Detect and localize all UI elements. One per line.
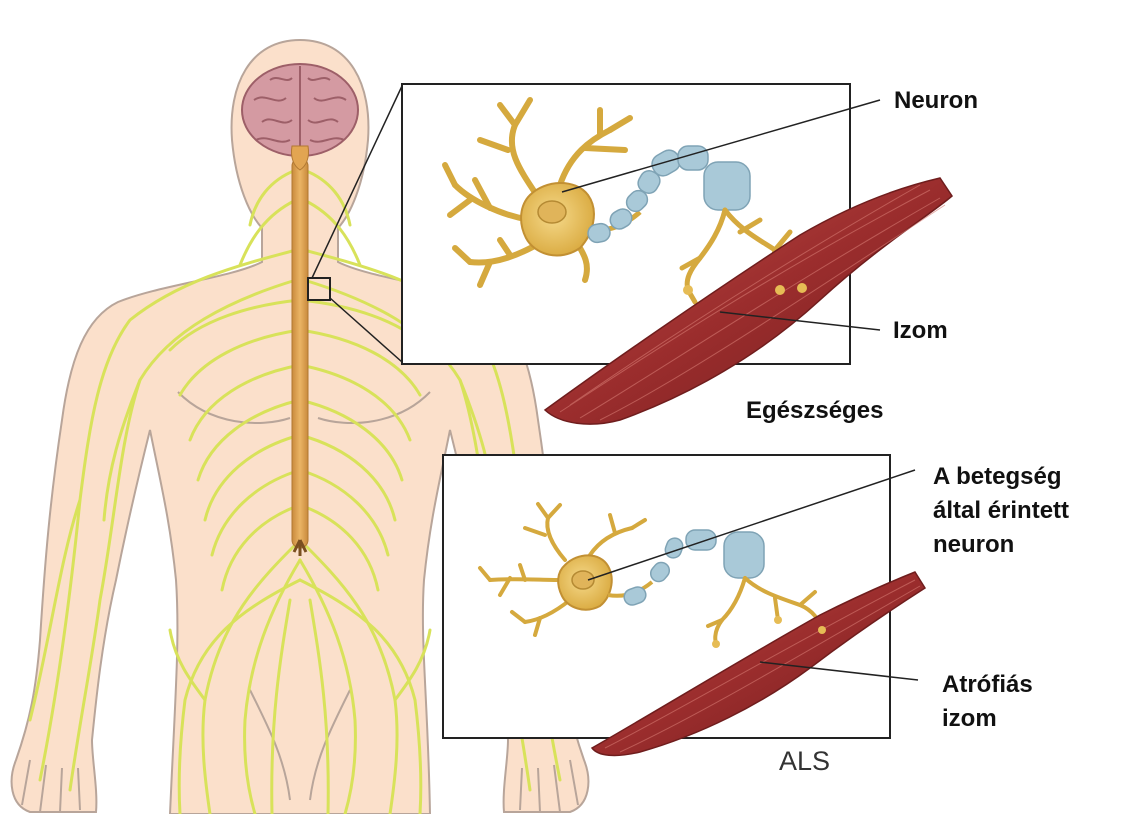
- healthy-neuron-nucleus: [538, 201, 566, 223]
- als-panel-frame: [443, 455, 890, 738]
- neuron-label: Neuron: [894, 84, 978, 118]
- spinal-cord: [292, 158, 308, 556]
- als-caption: ALS: [779, 746, 830, 777]
- atrophic-muscle-label-line2: izom: [942, 702, 1033, 736]
- affected-neuron-nucleus: [572, 571, 594, 589]
- affected-neuron-label: A betegség által érintett neuron: [933, 460, 1069, 562]
- affected-neuron-label-line2: által érintett: [933, 494, 1069, 528]
- affected-neuron-label-line3: neuron: [933, 528, 1069, 562]
- atrophic-muscle-label-line1: Atrófiás: [942, 668, 1033, 702]
- affected-neuron-label-line1: A betegség: [933, 460, 1069, 494]
- als-panel: [443, 455, 925, 755]
- atrophic-muscle-label: Atrófiás izom: [942, 668, 1033, 736]
- muscle-label: Izom: [893, 314, 948, 348]
- healthy-caption: Egészséges: [746, 394, 883, 428]
